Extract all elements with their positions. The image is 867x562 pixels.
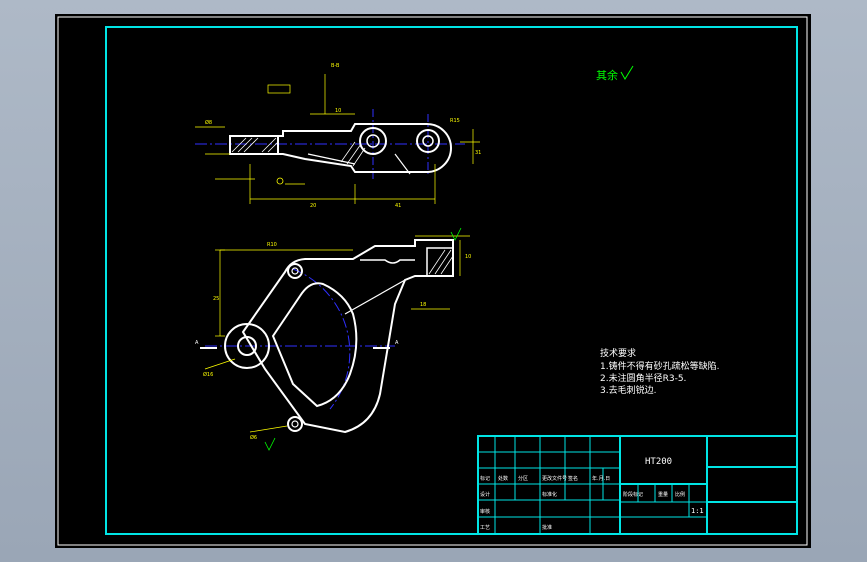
title-block-frame (477, 435, 798, 535)
top-view-hatch-left (231, 137, 279, 153)
title-block-row-label: 处数 (498, 475, 508, 482)
top-view-hole-small-inner (422, 135, 434, 147)
front-view-right-block (426, 247, 454, 277)
surface-finish-symbol (620, 65, 634, 80)
dimension-label: 10 (465, 254, 471, 260)
surface-finish-note: 其余 (596, 68, 618, 82)
dimension-label: R10 (267, 242, 277, 248)
title-block-stage-label: 比例 (675, 491, 685, 498)
title-block-row-label: 分区 (518, 475, 528, 482)
front-view-dimensions (204, 235, 470, 433)
title-block-scale: 1:1 (691, 507, 704, 515)
technical-requirement-item: 1.铸件不得有砂孔疏松等缺陷. (600, 360, 719, 372)
front-view-left-hub (224, 323, 270, 369)
dimension-label: 10 (335, 108, 341, 114)
front-view-arm-cutout (271, 282, 358, 408)
front-view-top-slot (360, 259, 415, 264)
section-label-right: A (395, 340, 399, 346)
top-view-hole-large (359, 127, 387, 155)
top-view: B-B (195, 63, 481, 209)
title-block-sign-label: 设计 (480, 491, 490, 498)
title-block-stage-label: 阶段标记 (623, 491, 643, 498)
title-block-row-label: 标记 (480, 475, 490, 482)
section-label-left: A (195, 340, 199, 346)
dimension-label: 18 (420, 302, 426, 308)
title-block-row-label: 更改文件号 (542, 475, 567, 482)
title-block-review-label: 工艺 (480, 525, 490, 531)
front-view-hatch-right (428, 249, 454, 275)
title-block-stage-label: 重量 (658, 491, 668, 498)
top-view-hole-small (416, 129, 440, 153)
title-block-row-label: 年.月.日 (592, 475, 610, 482)
dimension-label: 31 (475, 150, 481, 156)
front-view: A A 25 10 18 R10 Ø16 Ø6 (195, 227, 471, 451)
title-block: HT200 1:1 标记 处数 分区 更改文件号 签名 年.月.日 设计 标准化… (477, 435, 798, 535)
cad-viewport: 其余 B-B (55, 14, 811, 548)
dimension-label: Ø16 (203, 371, 213, 378)
title-block-review-label: 批准 (542, 524, 552, 531)
top-view-hole-large-inner (366, 134, 380, 148)
top-view-slot (394, 153, 411, 175)
surface-finish-symbol-front (264, 437, 276, 451)
top-view-dimensions (195, 74, 480, 204)
title-block-row-label: 签名 (568, 475, 578, 482)
section-label-top-view: B-B (331, 63, 340, 69)
technical-requirements-heading: 技术要求 (600, 347, 636, 359)
title-block-sign-label: 标准化 (542, 491, 557, 498)
front-view-top-hole (287, 263, 303, 279)
surface-finish-symbol-right (450, 227, 462, 241)
dimension-label: R15 (450, 118, 460, 124)
top-view-left-boss (229, 135, 279, 155)
top-view-hatch-center (340, 141, 366, 167)
dimension-label: Ø8 (205, 119, 212, 126)
datum-symbol (276, 177, 284, 185)
front-view-rib (344, 279, 406, 315)
technical-requirements: 技术要求 1.铸件不得有砂孔疏松等缺陷. 2.未注圆角半径R3-5. 3.去毛刺… (600, 347, 719, 396)
title-block-review-label: 审核 (480, 508, 490, 515)
technical-requirement-item: 2.未注圆角半径R3-5. (600, 372, 686, 384)
engineering-drawing: 其余 B-B (57, 16, 808, 546)
front-view-center-arc (292, 268, 351, 410)
dimension-label: Ø6 (250, 434, 257, 441)
top-view-body-outline (229, 123, 453, 173)
dimension-label: 25 (213, 296, 219, 302)
dimension-label: 20 (310, 203, 316, 209)
dimension-label: 41 (395, 203, 401, 209)
drawing-frame-outer (57, 16, 808, 546)
top-view-rib (307, 153, 356, 165)
drawing-frame-inner (105, 26, 798, 535)
front-view-bottom-hole (287, 416, 303, 432)
front-view-top-hole-inner (291, 267, 299, 275)
title-block-material: HT200 (645, 457, 672, 467)
front-view-bottom-hole-inner (291, 420, 299, 428)
technical-requirement-item: 3.去毛刺锐边. (600, 384, 656, 396)
front-view-left-hub-hole (237, 336, 257, 356)
